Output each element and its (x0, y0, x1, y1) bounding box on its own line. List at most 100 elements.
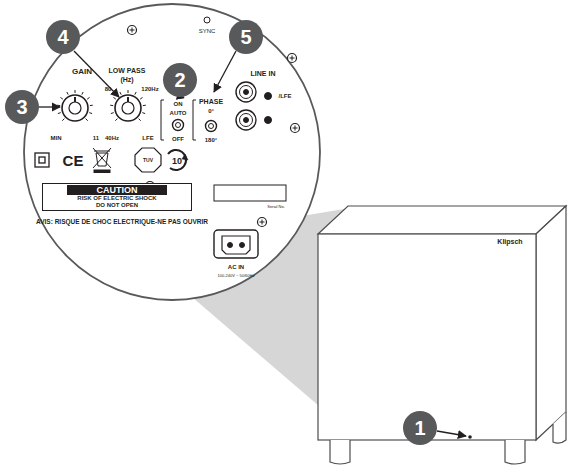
subwoofer-cabinet (318, 206, 566, 464)
weee-bin-symbol (94, 170, 110, 173)
node-text: CAUTION (67, 185, 167, 195)
tick-mark (82, 92, 83, 95)
panel-label: (Hz) (120, 76, 133, 83)
tick-mark (139, 119, 141, 121)
tick-mark (75, 90, 76, 93)
node-text: 5 (240, 26, 251, 49)
tick-mark (110, 105, 113, 106)
recycle-10-mark (168, 150, 186, 170)
subwoofer-cabinet (468, 435, 472, 439)
node-text: 3 (16, 96, 27, 119)
panel-label: OFF (172, 136, 184, 142)
panel-label: 80 (105, 86, 112, 92)
screw (288, 54, 297, 63)
gain-knob (57, 90, 93, 121)
auto-switch (173, 120, 184, 131)
line-in-jacks (236, 82, 256, 102)
leader-line (437, 431, 466, 436)
screw (128, 26, 137, 35)
weee-bin-symbol (93, 148, 111, 168)
node-text: 2 (174, 69, 185, 92)
panel-label: /LFE (279, 93, 292, 99)
callout-number: 5 (229, 20, 263, 54)
line-in-jacks (244, 118, 249, 123)
panel-label: TUV (143, 158, 153, 163)
panel-label: 120Hz (141, 86, 158, 92)
low-pass-knob (127, 97, 129, 102)
panel-label: CE (63, 153, 84, 168)
panel-label: 11 (93, 135, 99, 141)
tick-mark (113, 97, 115, 99)
magnifier-circle (24, 4, 320, 300)
panel-label: Serial No. (267, 205, 285, 209)
panel-label: 0° (208, 108, 214, 114)
panel-label: 100-240V ~ 50/60Hz (218, 274, 255, 278)
weee-bin-symbol (93, 148, 111, 173)
line-in-jacks (240, 86, 253, 99)
callout-number: 4 (46, 20, 80, 54)
bracket (161, 100, 196, 140)
subwoofer-cabinet (318, 206, 566, 234)
weee-bin-symbol (96, 153, 108, 166)
tick-mark (115, 119, 117, 121)
panel-label: ON (174, 101, 183, 107)
panel-label: MIN (51, 135, 62, 141)
tick-mark (120, 92, 121, 95)
line-in-jacks (236, 110, 256, 130)
node-text: 4 (57, 26, 68, 49)
magnifier-circle (24, 4, 320, 300)
auto-switch (176, 123, 181, 128)
tuv-mark (135, 148, 161, 172)
phase-switch (206, 121, 217, 132)
callout-number: 3 (5, 90, 39, 124)
class-ii-symbol (39, 157, 45, 163)
node-subtext: RISK OF ELECTRIC SHOCK (67, 195, 167, 202)
low-pass-knob (110, 90, 146, 121)
screw (291, 124, 300, 133)
subwoofer-cabinet (553, 412, 566, 443)
subwoofer-cabinet (536, 206, 566, 440)
tick-mark (135, 92, 136, 95)
gain-knob (74, 97, 76, 102)
screw (130, 28, 135, 33)
panel-label: PHASE (199, 98, 223, 105)
screw (258, 218, 267, 227)
line-in-jacks (240, 114, 253, 127)
panel-label: LINE IN (251, 70, 276, 77)
class-ii-symbol (35, 153, 49, 167)
sync-light (204, 17, 210, 23)
tick-mark (62, 119, 64, 121)
phase-switch (209, 124, 214, 129)
panel-label: 10 (172, 157, 182, 166)
screw (290, 56, 295, 61)
callout-number: 1 (403, 411, 437, 445)
panel-label: LOW PASS (109, 67, 146, 74)
phase-switch (206, 121, 217, 132)
tick-mark (111, 112, 114, 114)
subwoofer-cabinet (505, 440, 525, 464)
screw (288, 54, 297, 63)
screw (128, 26, 137, 35)
tick-mark (58, 112, 61, 114)
panel-label: AC IN (228, 264, 244, 270)
weee-bin-symbol (93, 148, 111, 168)
panel-label: AVIS: RISQUE DE CHOC ELECTRIQUE-NE PAS O… (36, 219, 208, 226)
ac-inlet (228, 243, 233, 248)
ac-inlet (222, 236, 250, 254)
bracket (193, 100, 196, 140)
bracket (161, 100, 164, 140)
node-text: 1 (414, 417, 425, 440)
tuv-mark (135, 148, 161, 172)
callout-number: 2 (163, 63, 197, 97)
screw (293, 126, 298, 131)
subwoofer-cabinet (318, 234, 536, 440)
tick-mark (87, 97, 89, 99)
tick-mark (86, 119, 88, 121)
gain-knob (69, 102, 81, 114)
panel-label: 180° (205, 137, 217, 143)
screw (258, 218, 267, 227)
subwoofer-cabinet (330, 440, 350, 464)
recycle-10-mark (168, 150, 188, 170)
panel-label: Klipsch (497, 238, 522, 245)
screw (260, 220, 265, 225)
